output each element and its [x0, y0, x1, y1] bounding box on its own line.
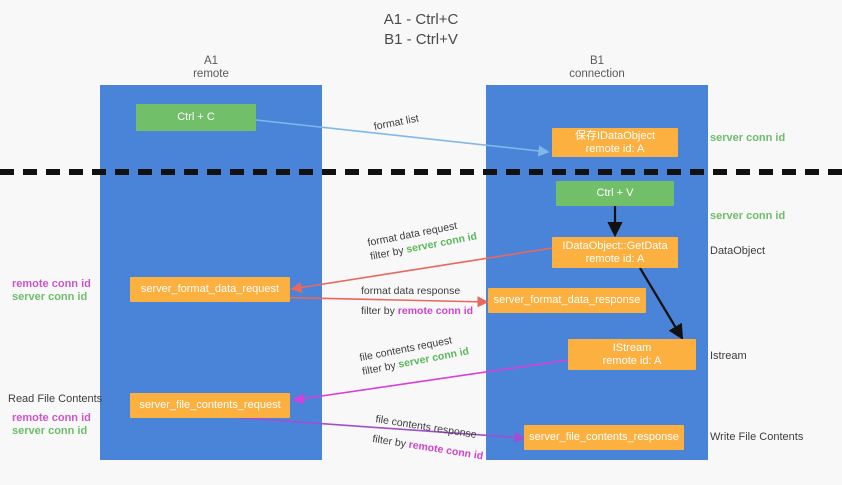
box-server-format-data-request[interactable]: server_format_data_request: [130, 277, 290, 302]
lane-a1-name: A1: [203, 55, 219, 67]
lane-header-b1: B1 connection: [486, 55, 708, 81]
box-getdata-line1: IDataObject::GetData: [562, 239, 668, 252]
box-ctrl-c-label: Ctrl + C: [177, 111, 215, 123]
box-file-req-label: server_file_contents_request: [139, 399, 281, 411]
box-fmt-resp-label: server_format_data_response: [493, 294, 641, 306]
box-ctrl-c[interactable]: Ctrl + C: [136, 104, 256, 131]
label-istream: Istream: [710, 350, 747, 362]
box-istream-line1: IStream: [612, 341, 652, 354]
label-remote-conn-id-left-2: remote conn id: [12, 412, 91, 424]
label-server-conn-id-second: server conn id: [710, 210, 786, 222]
box-idataobject-line1: 保存IDataObject: [574, 129, 656, 142]
edge-label-format-data-response: format data response filter by remote co…: [361, 284, 473, 318]
box-fmt-req-label: server_format_data_request: [140, 283, 280, 295]
box-server-file-contents-response[interactable]: server_file_contents_response: [524, 425, 684, 450]
box-server-file-contents-request[interactable]: server_file_contents_request: [130, 393, 290, 418]
box-ctrl-v-label: Ctrl + V: [596, 187, 634, 199]
lane-a1-sub: remote: [193, 68, 229, 80]
box-server-format-data-response[interactable]: server_format_data_response: [488, 288, 646, 313]
edge-label-file-contents-request: file contents request filter by server c…: [358, 331, 471, 379]
page-title: A1 - Ctrl+C B1 - Ctrl+V: [0, 10, 842, 50]
box-idataobject[interactable]: 保存IDataObject remote id: A: [552, 128, 678, 157]
edge-fmt-resp-filter: filter by remote conn id: [361, 305, 474, 317]
edge-label-format-data-request: format data request filter by server con…: [366, 216, 479, 264]
title-line-1: A1 - Ctrl+C: [383, 11, 459, 28]
edge-fmt-resp-line1: format data response: [361, 285, 461, 297]
box-getdata-line2: remote id: A: [585, 252, 645, 265]
lane-header-a1: A1 remote: [100, 55, 322, 81]
label-dataobject: DataObject: [710, 245, 766, 257]
box-file-resp-label: server_file_contents_response: [529, 431, 679, 443]
lane-b1-name: B1: [589, 55, 605, 67]
label-write-file-contents: Write File Contents: [710, 431, 804, 443]
box-idataobject-line2: remote id: A: [585, 142, 645, 155]
label-read-file-contents: Read File Contents: [8, 393, 103, 405]
label-server-conn-id-left-2: server conn id: [12, 425, 88, 437]
box-ctrl-v[interactable]: Ctrl + V: [556, 181, 674, 206]
title-line-2: B1 - Ctrl+V: [384, 31, 458, 48]
box-getdata[interactable]: IDataObject::GetData remote id: A: [552, 237, 678, 268]
edge-label-format-list: format list: [372, 112, 420, 133]
edge-label-file-contents-response: file contents response filter by remote …: [371, 412, 487, 463]
label-remote-conn-id-left-1: remote conn id: [12, 278, 91, 290]
box-istream-line2: remote id: A: [602, 354, 662, 367]
lane-b1-sub: connection: [569, 68, 625, 80]
label-server-conn-id-top: server conn id: [710, 132, 786, 144]
label-server-conn-id-left-1: server conn id: [12, 291, 88, 303]
box-istream[interactable]: IStream remote id: A: [568, 339, 696, 370]
